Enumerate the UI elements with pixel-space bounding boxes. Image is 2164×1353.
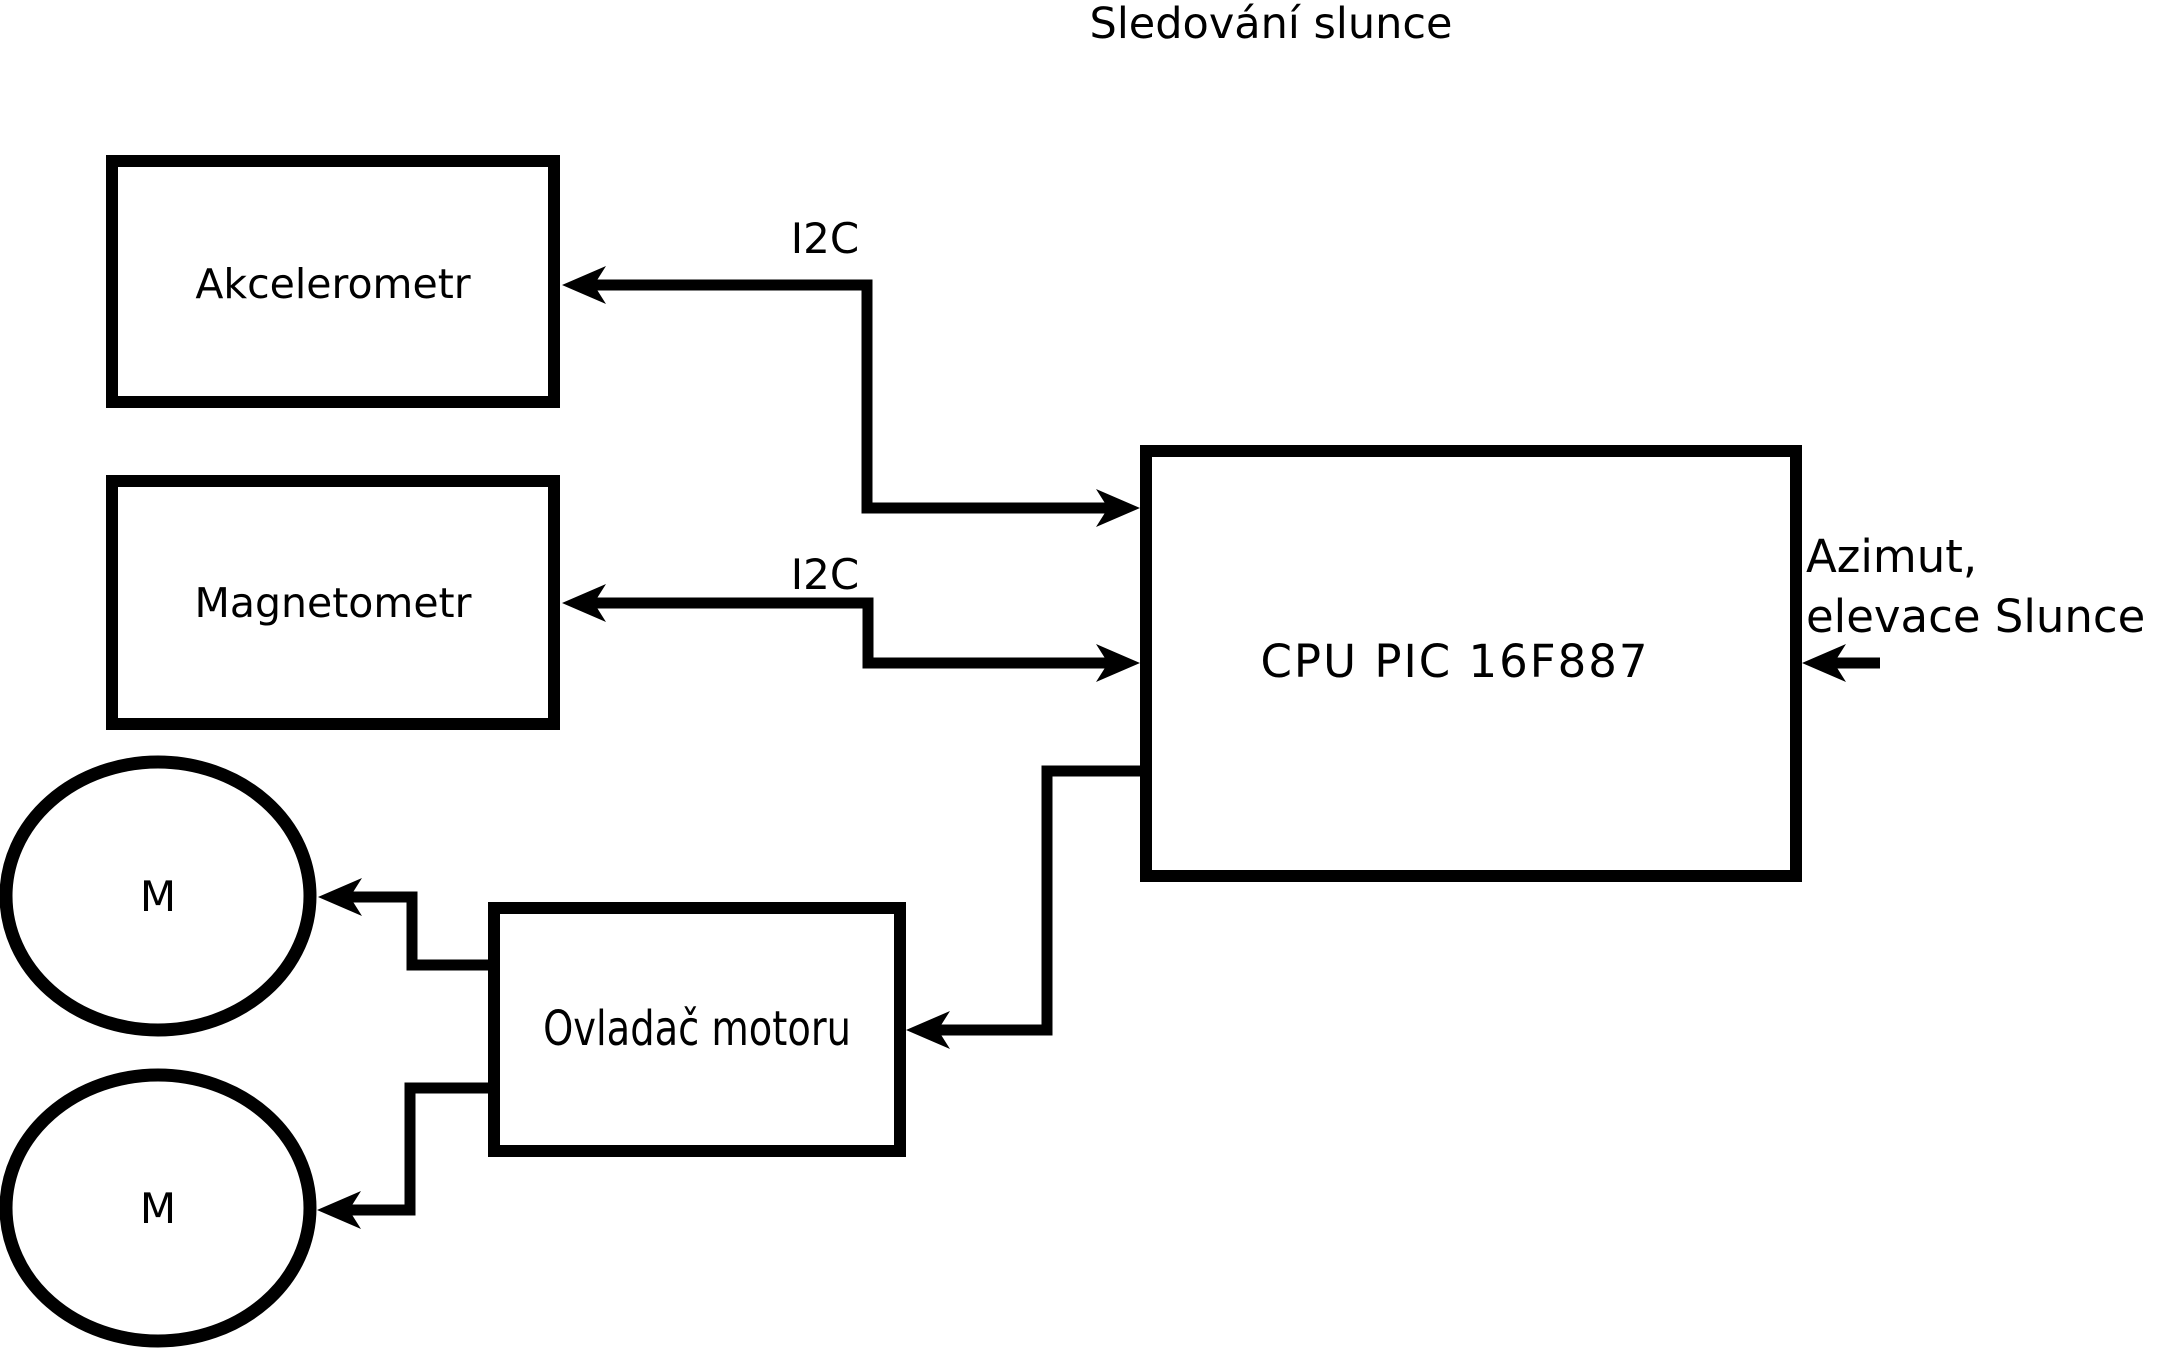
azimut-label-line1: Azimut, <box>1806 530 1977 583</box>
wire-magnetometr-cpu <box>594 597 1108 669</box>
azimut-label-line2: elevace Slunce <box>1806 590 2145 643</box>
motor2-label: M <box>140 1184 176 1233</box>
akcelerometr-label: Akcelerometr <box>195 260 470 308</box>
arrowhead-azimut-into-cpu <box>1802 644 1846 682</box>
magnetometr-label: Magnetometr <box>195 579 472 627</box>
motor1-label: M <box>140 872 176 921</box>
cpu-box <box>1140 445 1802 882</box>
wire-ovladac-motor1 <box>350 891 488 971</box>
arrowhead-into-ovladac <box>906 1011 950 1049</box>
wire-akcelerometr-cpu <box>594 279 1108 514</box>
akcelerometr-box <box>106 155 560 408</box>
i2c-label-akcelerometr: I2C <box>791 214 859 263</box>
wire-cpu-ovladac <box>938 765 1140 1036</box>
diagram-title: Sledování slunce <box>1090 0 1453 49</box>
arrowhead-into-akcelerometr <box>562 266 606 304</box>
i2c-label-magnetometr: I2C <box>791 550 859 599</box>
arrowhead-magnetometr-into-cpu <box>1096 644 1140 682</box>
arrowhead-into-motor2 <box>317 1191 361 1229</box>
motor2-circle <box>0 1068 317 1348</box>
magnetometr-box <box>106 475 560 730</box>
arrowhead-into-motor1 <box>318 878 362 916</box>
arrowhead-into-magnetometr <box>562 584 606 622</box>
arrowhead-akcelerometr-into-cpu <box>1096 489 1140 527</box>
cpu-label: CPU PIC 16F887 <box>1261 635 1650 688</box>
ovladac-motoru-box <box>488 902 906 1157</box>
ovladac-motoru-label: Ovladač motoru <box>543 1002 851 1057</box>
wire-ovladac-motor2 <box>349 1082 488 1216</box>
motor1-circle <box>0 755 317 1037</box>
